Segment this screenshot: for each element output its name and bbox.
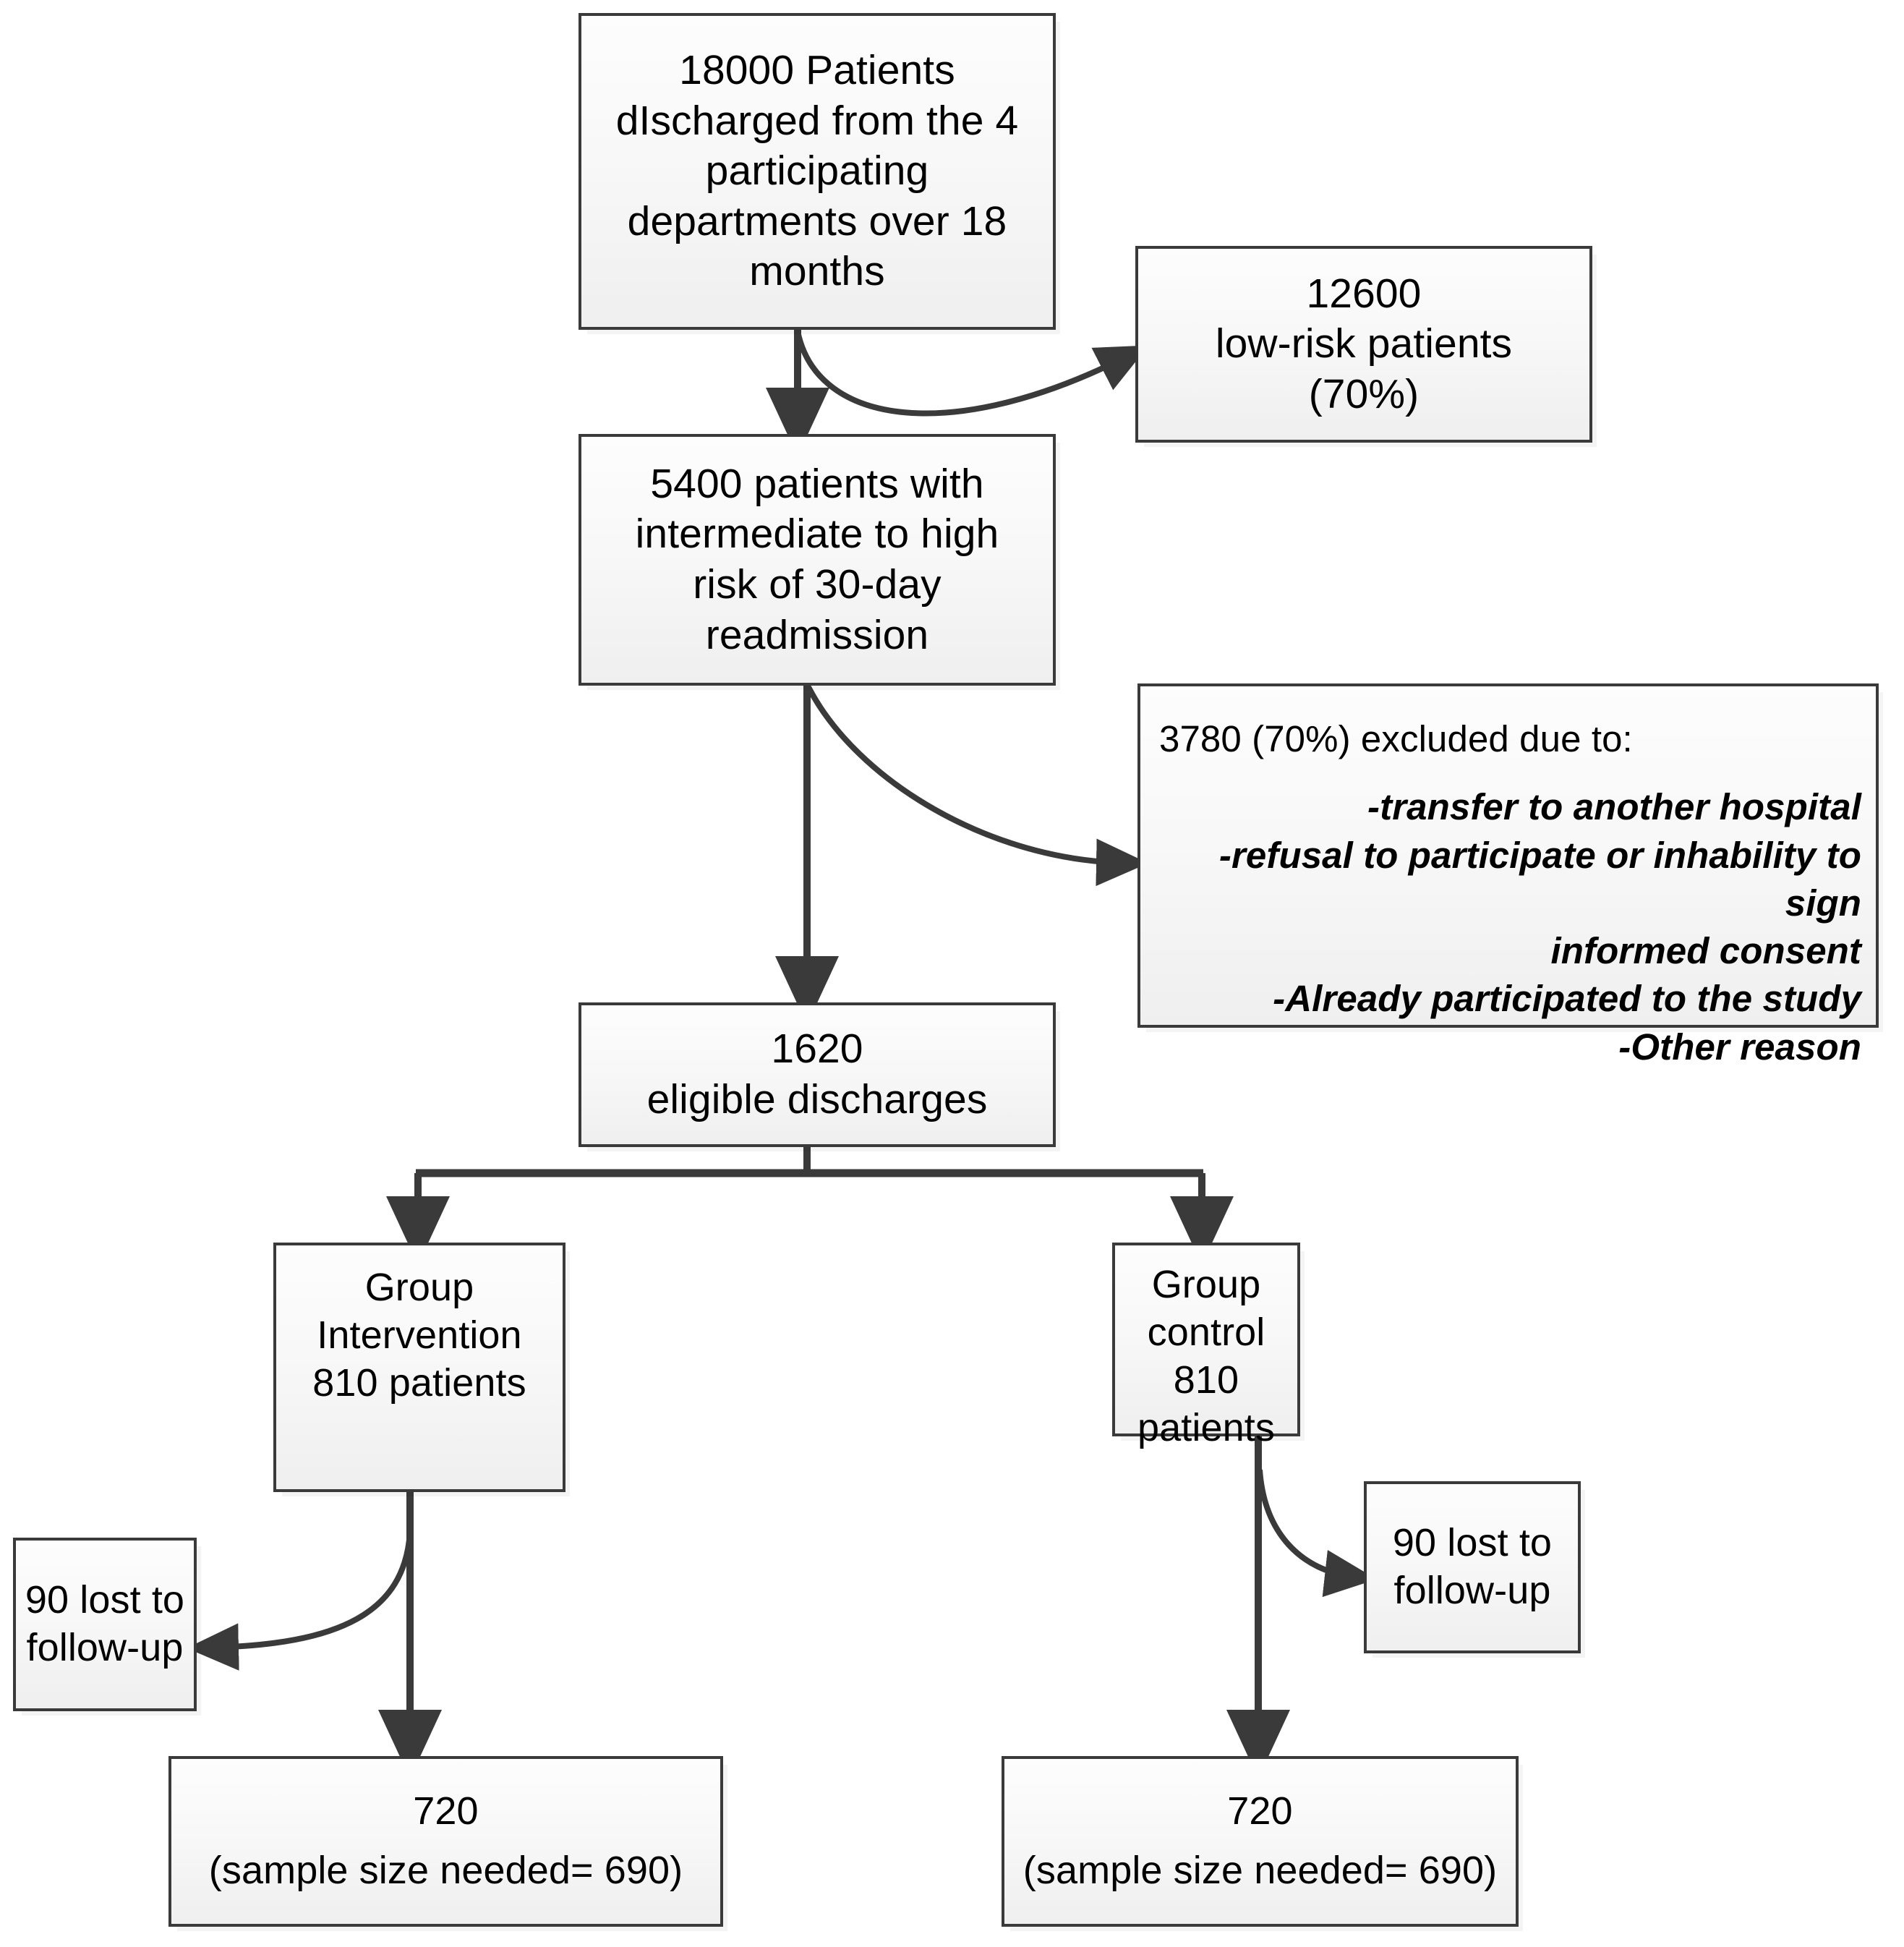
edge-intervention-to-lost (187, 1531, 413, 1671)
node-intervention-line-2: Intervention (317, 1313, 522, 1357)
node-lowrisk-line-2: low-risk patients (1215, 320, 1513, 367)
excluded-reason-3: -Already participated to the study (1273, 978, 1861, 1020)
excluded-reason-1: -transfer to another hospital (1367, 786, 1861, 828)
node-control-line-2: control (1147, 1310, 1265, 1354)
node-final-right-line-1: 720 (1227, 1789, 1293, 1833)
node-lost-to-followup-control[interactable]: 90 lost to follow-up (1364, 1481, 1581, 1653)
node-atrisk-line-2: intermediate to high (635, 511, 999, 558)
node-lost-right-line-2: follow-up (1393, 1569, 1551, 1612)
node-eligible-line-1: 1620 (771, 1026, 863, 1073)
node-atrisk-line-4: readmission (705, 611, 929, 658)
node-excluded-reasons[interactable]: 3780 (70%) excluded due to: -transfer to… (1137, 683, 1879, 1068)
node-total-line-1: 18000 Patients (679, 47, 955, 94)
edge-atrisk-to-excluded (806, 686, 1148, 887)
excluded-reason-4: -Other reason (1618, 1026, 1861, 1068)
node-total-line-3: participating (705, 148, 929, 195)
node-eligible-discharges[interactable]: 1620 eligible discharges (579, 1002, 1056, 1147)
node-eligible-line-2: eligible discharges (646, 1076, 988, 1122)
node-final-left-line-1: 720 (413, 1789, 479, 1833)
node-final-control[interactable]: 720 (sample size needed= 690) (1002, 1756, 1519, 1927)
node-atrisk-line-3: risk of 30-day (693, 561, 942, 608)
node-atrisk-line-1: 5400 patients with (650, 460, 984, 507)
node-lost-left-line-1: 90 lost to (25, 1578, 185, 1622)
excluded-reason-2: -refusal to participate or inhability to… (1218, 834, 1861, 924)
node-intermediate-high-risk[interactable]: 5400 patients with intermediate to high … (579, 434, 1056, 686)
node-final-right-line-2: (sample size needed= 690) (1023, 1849, 1498, 1892)
node-lost-left-line-2: follow-up (26, 1626, 184, 1669)
node-group-intervention[interactable]: Group Intervention 810 patients (273, 1243, 565, 1492)
node-control-line-3: 810 patients (1137, 1358, 1275, 1449)
node-total-discharged[interactable]: 18000 Patients dIscharged from the 4 par… (579, 13, 1056, 330)
node-total-line-2: dIscharged from the 4 (615, 97, 1019, 144)
node-total-line-4: departments over 18 (627, 197, 1007, 244)
edge-total-to-lowrisk (795, 331, 1149, 417)
node-lost-right-line-1: 90 lost to (1392, 1521, 1553, 1565)
node-control-line-1: Group (1151, 1263, 1261, 1306)
node-lowrisk-line-3: (70%) (1308, 370, 1420, 417)
node-intervention-line-1: Group (364, 1266, 474, 1309)
node-lowrisk-line-1: 12600 (1306, 270, 1422, 317)
node-final-left-line-2: (sample size needed= 690) (208, 1849, 683, 1892)
node-group-control[interactable]: Group control 810 patients (1112, 1243, 1300, 1449)
edge-control-to-lost (1257, 1469, 1377, 1598)
node-low-risk-patients[interactable]: 12600 low-risk patients (70%) (1135, 246, 1592, 443)
node-intervention-line-3: 810 patients (312, 1360, 526, 1405)
excluded-heading: 3780 (70%) excluded due to: (1159, 718, 1633, 759)
excluded-reason-2-cont: informed consent (1550, 930, 1861, 972)
node-final-intervention[interactable]: 720 (sample size needed= 690) (168, 1756, 723, 1927)
node-lost-to-followup-intervention[interactable]: 90 lost to follow-up (13, 1538, 197, 1711)
node-total-line-5: months (749, 248, 885, 295)
